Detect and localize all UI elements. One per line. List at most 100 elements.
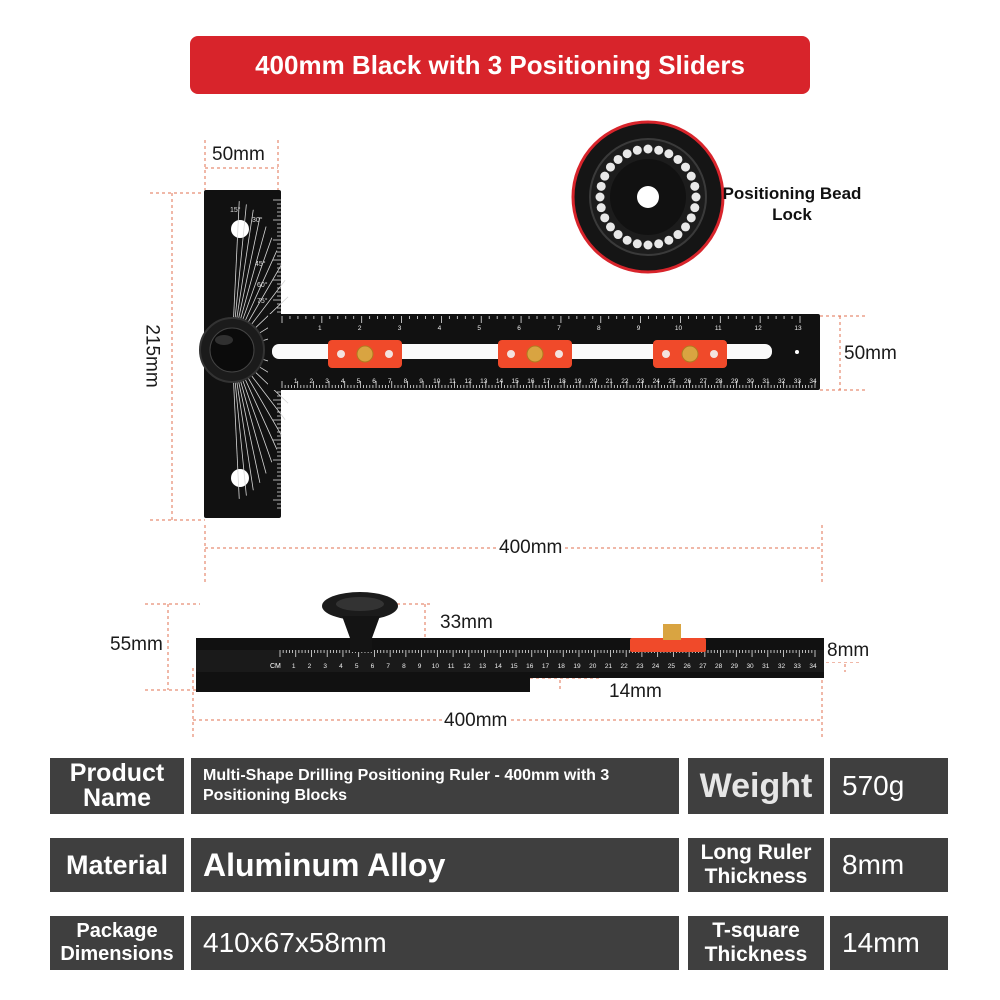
scale-number: 7 <box>388 378 392 385</box>
scale-number: 22 <box>621 378 629 385</box>
bead <box>654 145 664 155</box>
scale-number: 31 <box>762 378 770 385</box>
bead <box>596 181 606 191</box>
spec-tsquare-value: 14mm <box>830 916 948 970</box>
scale-number: 7 <box>386 663 390 670</box>
bead <box>605 222 615 232</box>
scale-number: 14 <box>496 378 504 385</box>
bead <box>681 222 691 232</box>
scale-number: 7 <box>557 325 561 332</box>
bead <box>600 213 610 223</box>
dim-ruler-width: 50mm <box>842 343 899 365</box>
scale-number: 4 <box>339 663 343 670</box>
spec-package-value: 410x67x58mm <box>191 916 679 970</box>
scale-number: 5 <box>355 663 359 670</box>
scale-number: 28 <box>715 663 723 670</box>
angle-mark: 30° <box>252 216 263 224</box>
dim-head-width: 50mm <box>210 144 267 166</box>
dim-tsquare-thickness: 14mm <box>607 681 664 703</box>
title-banner: 400mm Black with 3 Positioning Sliders <box>190 36 810 94</box>
scale-number: 34 <box>809 663 817 670</box>
scale-number: 6 <box>372 378 376 385</box>
spec-long-ruler-value: 8mm <box>830 838 948 892</box>
scale-number: 23 <box>636 663 644 670</box>
bead <box>595 192 605 202</box>
scale-number: 19 <box>573 663 581 670</box>
scale-number: 12 <box>463 663 471 670</box>
bead <box>654 239 664 249</box>
side-tsquare <box>196 678 530 692</box>
scale-number: 6 <box>371 663 375 670</box>
scale-number: 24 <box>653 378 661 385</box>
scale-number: 10 <box>675 325 683 332</box>
scale-number: 11 <box>449 378 456 385</box>
scale-number: 18 <box>558 663 566 670</box>
scale-number: 4 <box>341 378 345 385</box>
scale-number: 6 <box>517 325 521 332</box>
angle-mark: 45° <box>255 260 266 268</box>
bead <box>664 149 674 159</box>
bead-lock-label: Positioning Bead Lock <box>722 184 862 224</box>
scale-number: 26 <box>684 378 692 385</box>
scale-number: 12 <box>465 378 473 385</box>
scale-number: 4 <box>438 325 442 332</box>
scale-number: 32 <box>778 378 786 385</box>
scale-number: 29 <box>731 663 739 670</box>
scale-number: 30 <box>747 378 755 385</box>
bead <box>632 145 642 155</box>
scale-number: 3 <box>398 325 402 332</box>
dim-side-height: 55mm <box>108 634 165 656</box>
scale-number: 27 <box>700 378 708 385</box>
scale-number: 31 <box>762 663 770 670</box>
positioning-slider-1 <box>328 340 402 368</box>
bead <box>686 213 696 223</box>
spec-product-name-value: Multi-Shape Drilling Positioning Ruler -… <box>191 758 679 814</box>
scale-number: 9 <box>418 663 422 670</box>
bead <box>622 235 632 245</box>
scale-number: 32 <box>778 663 786 670</box>
scale-number: 2 <box>310 378 314 385</box>
scale-number: 1 <box>318 325 322 332</box>
scale-number: 20 <box>589 663 597 670</box>
scale-number: 23 <box>637 378 645 385</box>
scale-number: 22 <box>621 663 629 670</box>
scale-number: 25 <box>668 663 676 670</box>
scale-number: 20 <box>590 378 598 385</box>
positioning-slider-2 <box>498 340 572 368</box>
bead <box>690 181 700 191</box>
spec-long-ruler-label: Long Ruler Thickness <box>688 838 824 892</box>
scale-number: 15 <box>512 378 520 385</box>
scale-number: 30 <box>746 663 754 670</box>
bead <box>613 230 623 240</box>
scale-number: 33 <box>794 663 802 670</box>
scale-number: 17 <box>543 378 551 385</box>
bead <box>686 171 696 181</box>
scale-number: 1 <box>292 663 296 670</box>
spec-material-label: Material <box>50 838 184 892</box>
bead <box>622 149 632 159</box>
bead <box>673 230 683 240</box>
side-knob <box>322 592 398 652</box>
scale-number: 21 <box>605 663 613 670</box>
dim-total-length: 400mm <box>497 537 565 559</box>
scale-number: 19 <box>574 378 582 385</box>
scale-number: 27 <box>699 663 707 670</box>
bead <box>690 203 700 213</box>
dim-ruler-thickness: 8mm <box>825 640 872 662</box>
side-slider <box>630 624 706 652</box>
scale-number: 8 <box>404 378 408 385</box>
bead <box>605 162 615 172</box>
scale-number: 2 <box>358 325 362 332</box>
dim-knob-height: 33mm <box>438 612 495 634</box>
spec-weight-value: 570g <box>830 758 948 814</box>
dim-side-length: 400mm <box>442 710 510 732</box>
scale-number: 9 <box>419 378 423 385</box>
scale-number: 10 <box>433 378 441 385</box>
bead <box>600 171 610 181</box>
scale-number: 24 <box>652 663 660 670</box>
bead <box>664 235 674 245</box>
scale-number: 8 <box>402 663 406 670</box>
scale-number: 10 <box>432 663 440 670</box>
